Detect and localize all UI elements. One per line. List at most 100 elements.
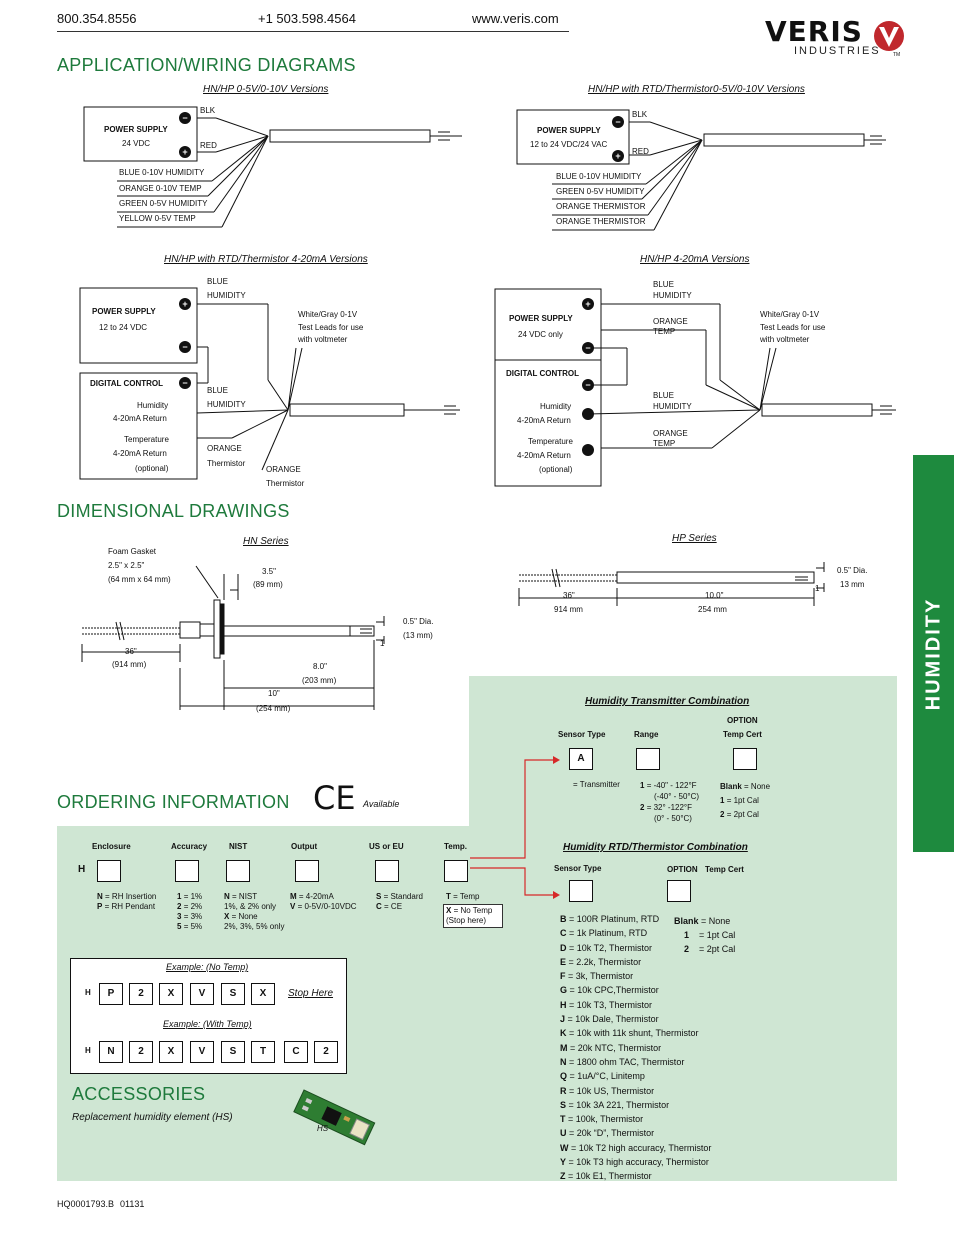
col-enclosure-head: Enclosure xyxy=(92,842,131,851)
col-temp-head: Temp. xyxy=(444,842,467,851)
d4-temp: Temperature xyxy=(528,437,573,446)
ex2-box-2: 2 xyxy=(129,1041,153,1063)
tx-eq-trans: = Transmitter xyxy=(573,780,620,789)
footer-doc: HQ0001793.B xyxy=(57,1199,115,1209)
d3-blue2: BLUE xyxy=(207,386,228,395)
d2-wire-1: GREEN 0-5V HUMIDITY xyxy=(556,187,645,196)
tx-range-box[interactable] xyxy=(636,748,660,770)
rtd-type-item: G = 10k CPC,Thermistor xyxy=(560,985,659,996)
diagram2-caption: HN/HP with RTD/Thermistor0-5V/0-10V Vers… xyxy=(588,84,805,95)
d1-wire-2: GREEN 0-5V HUMIDITY xyxy=(119,199,208,208)
rtd-type-item: E = 2.2k, Thermistor xyxy=(560,956,642,967)
d4-test2: Test Leads for use xyxy=(760,323,826,332)
d2-blk: BLK xyxy=(632,110,648,119)
logo-sub: INDUSTRIES xyxy=(794,45,881,57)
col-enclosure-box[interactable] xyxy=(97,860,121,882)
rtd-type-item: K = 10k with 11k shunt, Thermistor xyxy=(560,1028,699,1039)
ce-icon: CE xyxy=(313,779,356,817)
tx-sensor-box[interactable]: A xyxy=(569,748,593,770)
ex1-box-1: P xyxy=(99,983,123,1005)
d4-temp2: TEMP xyxy=(653,439,676,448)
rtd-tempcert-head: Temp Cert xyxy=(705,865,744,874)
rtd-type-item: W = 10k T2 high accuracy, Thermistor xyxy=(560,1142,712,1153)
rtd-type-item: J = 10k Dale, Thermistor xyxy=(560,1014,659,1025)
col-nist-head: NIST xyxy=(229,842,248,851)
d2-wire-2: ORANGE THERMISTOR xyxy=(556,202,646,211)
d4-blue1: BLUE xyxy=(653,280,674,289)
d3-hum: Humidity xyxy=(137,401,169,410)
ce-available: Available xyxy=(363,799,400,809)
col-temp-box[interactable] xyxy=(444,860,468,882)
ex1-box-2: 2 xyxy=(129,983,153,1005)
temp-no-temp-box: X = No Temp (Stop here) xyxy=(443,904,503,928)
d4-ret2: 4-20mA Return xyxy=(517,451,571,460)
col-output-box[interactable] xyxy=(295,860,319,882)
d3-test3: with voltmeter xyxy=(298,335,348,344)
d4-hum: Humidity xyxy=(540,402,572,411)
rtd-cert-box[interactable] xyxy=(667,880,691,902)
svg-text:−: − xyxy=(182,342,187,352)
col-region-head: US or EU xyxy=(369,842,404,851)
col-region-box[interactable] xyxy=(375,860,399,882)
rtd-type-item: Y = 10k T3 high accuracy, Thermistor xyxy=(560,1157,709,1168)
ex2-box-7: C xyxy=(284,1041,308,1063)
d3-ret: 4-20mA Return xyxy=(113,414,167,423)
rtd-title: Humidity RTD/Thermistor Combination xyxy=(563,842,748,853)
d4-test3: with voltmeter xyxy=(760,335,810,344)
hn-caption: HN Series xyxy=(243,536,289,547)
logo-tm: TM xyxy=(893,52,901,58)
d4-hum2: HUMIDITY xyxy=(653,402,692,411)
dim-one: 1 xyxy=(380,639,385,648)
d3-hum2: HUMIDITY xyxy=(207,400,246,409)
col-accuracy-box[interactable] xyxy=(175,860,199,882)
rtd-type-item: B = 100R Platinum, RTD xyxy=(560,914,660,924)
rtd-type-item: U = 20k “D”, Thermistor xyxy=(560,1128,655,1139)
logo-main: VERIS xyxy=(765,15,863,48)
dim-36: 36" xyxy=(125,647,137,656)
hp-dia: 0.5" Dia. xyxy=(837,566,868,575)
tx-range-head: Range xyxy=(634,730,659,739)
svg-text:+: + xyxy=(182,147,187,157)
rtd-type-item: S = 10k 3A 221, Thermistor xyxy=(560,1099,670,1110)
col-output-head: Output xyxy=(291,842,318,851)
d4-or1: ORANGE xyxy=(653,317,688,326)
dim-dia: 0.5" Dia. xyxy=(403,617,434,626)
dim-35: 3.5" xyxy=(262,567,276,576)
hp-36: 36" xyxy=(563,591,575,600)
ex1-box-3: X xyxy=(159,983,183,1005)
tx-cert-box[interactable] xyxy=(733,748,757,770)
col-nist-box[interactable] xyxy=(226,860,250,882)
d1-ps: POWER SUPPLY xyxy=(104,125,168,134)
ex2-box-4: V xyxy=(190,1041,214,1063)
phone-us: 800.354.8556 xyxy=(57,11,137,26)
tx-option-head: OPTION xyxy=(727,716,758,725)
rtd-type-item: D = 10k T2, Thermistor xyxy=(560,942,652,953)
ex1-box-4: V xyxy=(190,983,214,1005)
col-enclosure-opts: N = RH Insertion P = RH Pendant xyxy=(97,892,157,911)
rtd-sensor-box[interactable] xyxy=(569,880,593,902)
side-tab-label: HUMIDITY xyxy=(922,597,944,710)
ex1-h: H xyxy=(85,988,91,997)
d2-wire-0: BLUE 0-10V HUMIDITY xyxy=(556,172,642,181)
d4-dc: DIGITAL CONTROL xyxy=(506,369,580,378)
phone-intl: +1 503.598.4564 xyxy=(258,11,356,26)
website[interactable]: www.veris.com xyxy=(472,11,559,26)
col-accuracy-opts: 1 = 1% 2 = 2% 3 = 3% 5 = 5% xyxy=(177,892,203,931)
rtd-type-item: C = 1k Platinum, RTD xyxy=(560,928,648,939)
svg-text:+: + xyxy=(615,151,620,161)
d1-wire-1: ORANGE 0-10V TEMP xyxy=(119,184,202,193)
d4-hum1: HUMIDITY xyxy=(653,291,692,300)
d3-opt: (optional) xyxy=(135,464,169,473)
d3-th1: Thermistor xyxy=(207,459,246,468)
dimensional-title: DIMENSIONAL DRAWINGS xyxy=(57,501,290,521)
d3-blue1: BLUE xyxy=(207,277,228,286)
rtd-type-item: F = 3k, Thermistor xyxy=(560,971,634,982)
dim-10: 10" xyxy=(268,689,280,698)
side-tab: HUMIDITY xyxy=(913,455,954,852)
ex2-box-5: S xyxy=(221,1041,245,1063)
rtd-type-item: Q = 1uA/°C, Linitemp xyxy=(560,1071,645,1082)
svg-text:+: + xyxy=(182,299,187,309)
tx-cert-opts: Blank = None 1 = 1pt Cal 2 = 2pt Cal xyxy=(720,782,771,819)
svg-text:+: + xyxy=(585,299,590,309)
